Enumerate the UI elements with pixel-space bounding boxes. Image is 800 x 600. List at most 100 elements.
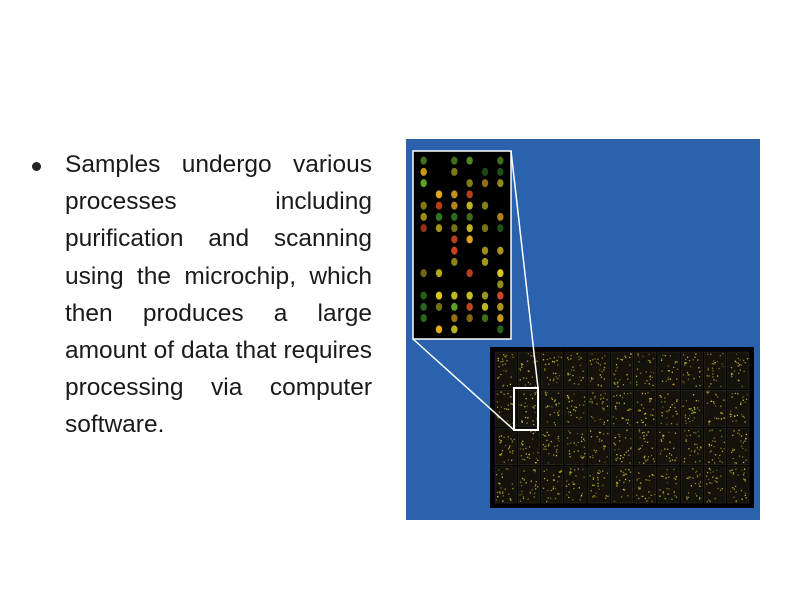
array-speck (699, 446, 702, 448)
array-speck (511, 452, 513, 454)
array-speck (695, 353, 697, 355)
array-speck (638, 488, 640, 490)
array-speck (692, 468, 694, 470)
array-speck (601, 407, 604, 409)
array-speck (547, 445, 550, 447)
array-speck (638, 410, 640, 412)
array-speck (534, 431, 536, 433)
array-speck (553, 421, 555, 424)
array-speck (735, 462, 737, 464)
array-spot (420, 302, 427, 311)
array-speck (546, 431, 548, 434)
array-speck (573, 409, 575, 411)
array-speck (590, 363, 593, 365)
array-spot (451, 325, 458, 334)
array-spot (466, 224, 473, 233)
array-speck (716, 481, 718, 483)
array-speck (571, 400, 573, 402)
array-speck (606, 456, 608, 458)
array-speck (729, 413, 731, 415)
array-speck (596, 403, 598, 405)
array-speck (740, 445, 743, 447)
array-speck (568, 496, 570, 499)
array-speck (524, 416, 527, 419)
array-speck (603, 448, 605, 450)
array-speck (622, 417, 624, 419)
array-speck (557, 392, 559, 394)
array-speck (592, 417, 594, 419)
array-speck (687, 378, 690, 380)
array-speck (617, 385, 619, 388)
array-speck (640, 372, 642, 374)
array-speck (576, 433, 578, 435)
array-speck (647, 431, 649, 433)
array-speck (745, 497, 747, 499)
array-speck (629, 356, 631, 359)
array-speck (595, 492, 597, 494)
array-speck (685, 362, 687, 364)
array-speck (506, 408, 508, 410)
array-speck (603, 447, 605, 449)
array-speck (597, 358, 599, 360)
array-speck (682, 374, 685, 376)
array-block (634, 428, 657, 465)
array-speck (628, 409, 630, 412)
array-speck (618, 436, 621, 438)
array-speck (533, 496, 535, 498)
array-speck (659, 431, 661, 433)
array-speck (623, 489, 625, 491)
array-speck (686, 356, 689, 358)
array-speck (671, 371, 673, 373)
array-speck (581, 436, 583, 439)
array-speck (625, 419, 627, 421)
array-speck (675, 361, 677, 363)
array-speck (572, 374, 574, 377)
array-speck (615, 417, 617, 420)
array-speck (636, 381, 638, 383)
array-speck (501, 476, 503, 478)
array-speck (555, 403, 557, 405)
array-speck (501, 492, 504, 494)
array-speck (627, 422, 629, 424)
array-block (704, 428, 726, 465)
array-speck (499, 454, 501, 456)
array-speck (623, 454, 626, 456)
array-block (518, 466, 540, 504)
array-speck (698, 483, 700, 485)
array-speck (625, 451, 627, 453)
array-speck (578, 418, 580, 420)
array-spot (451, 314, 458, 323)
array-speck (709, 472, 712, 474)
array-speck (662, 437, 664, 440)
array-speck (651, 474, 654, 476)
array-speck (723, 399, 725, 401)
array-speck (582, 377, 584, 379)
array-speck (735, 353, 738, 355)
array-speck (712, 476, 714, 478)
array-speck (739, 369, 741, 371)
array-speck (644, 455, 646, 457)
array-speck (642, 407, 645, 409)
array-speck (719, 454, 721, 456)
array-speck (741, 385, 743, 388)
array-speck (510, 403, 512, 405)
array-spot (497, 280, 504, 289)
array-speck (503, 370, 505, 372)
array-speck (675, 457, 678, 459)
array-spot (451, 235, 458, 244)
array-speck (717, 418, 720, 420)
array-spot (497, 246, 504, 255)
array-speck (706, 475, 708, 477)
array-speck (616, 394, 618, 397)
array-speck (735, 468, 737, 470)
array-speck (672, 415, 674, 417)
array-speck (668, 457, 671, 459)
array-speck (669, 406, 672, 408)
array-speck (547, 405, 549, 407)
array-speck (688, 476, 690, 478)
array-speck (650, 397, 652, 400)
array-speck (740, 402, 742, 404)
array-speck (590, 416, 593, 418)
array-speck (534, 392, 536, 394)
array-speck (742, 456, 744, 458)
